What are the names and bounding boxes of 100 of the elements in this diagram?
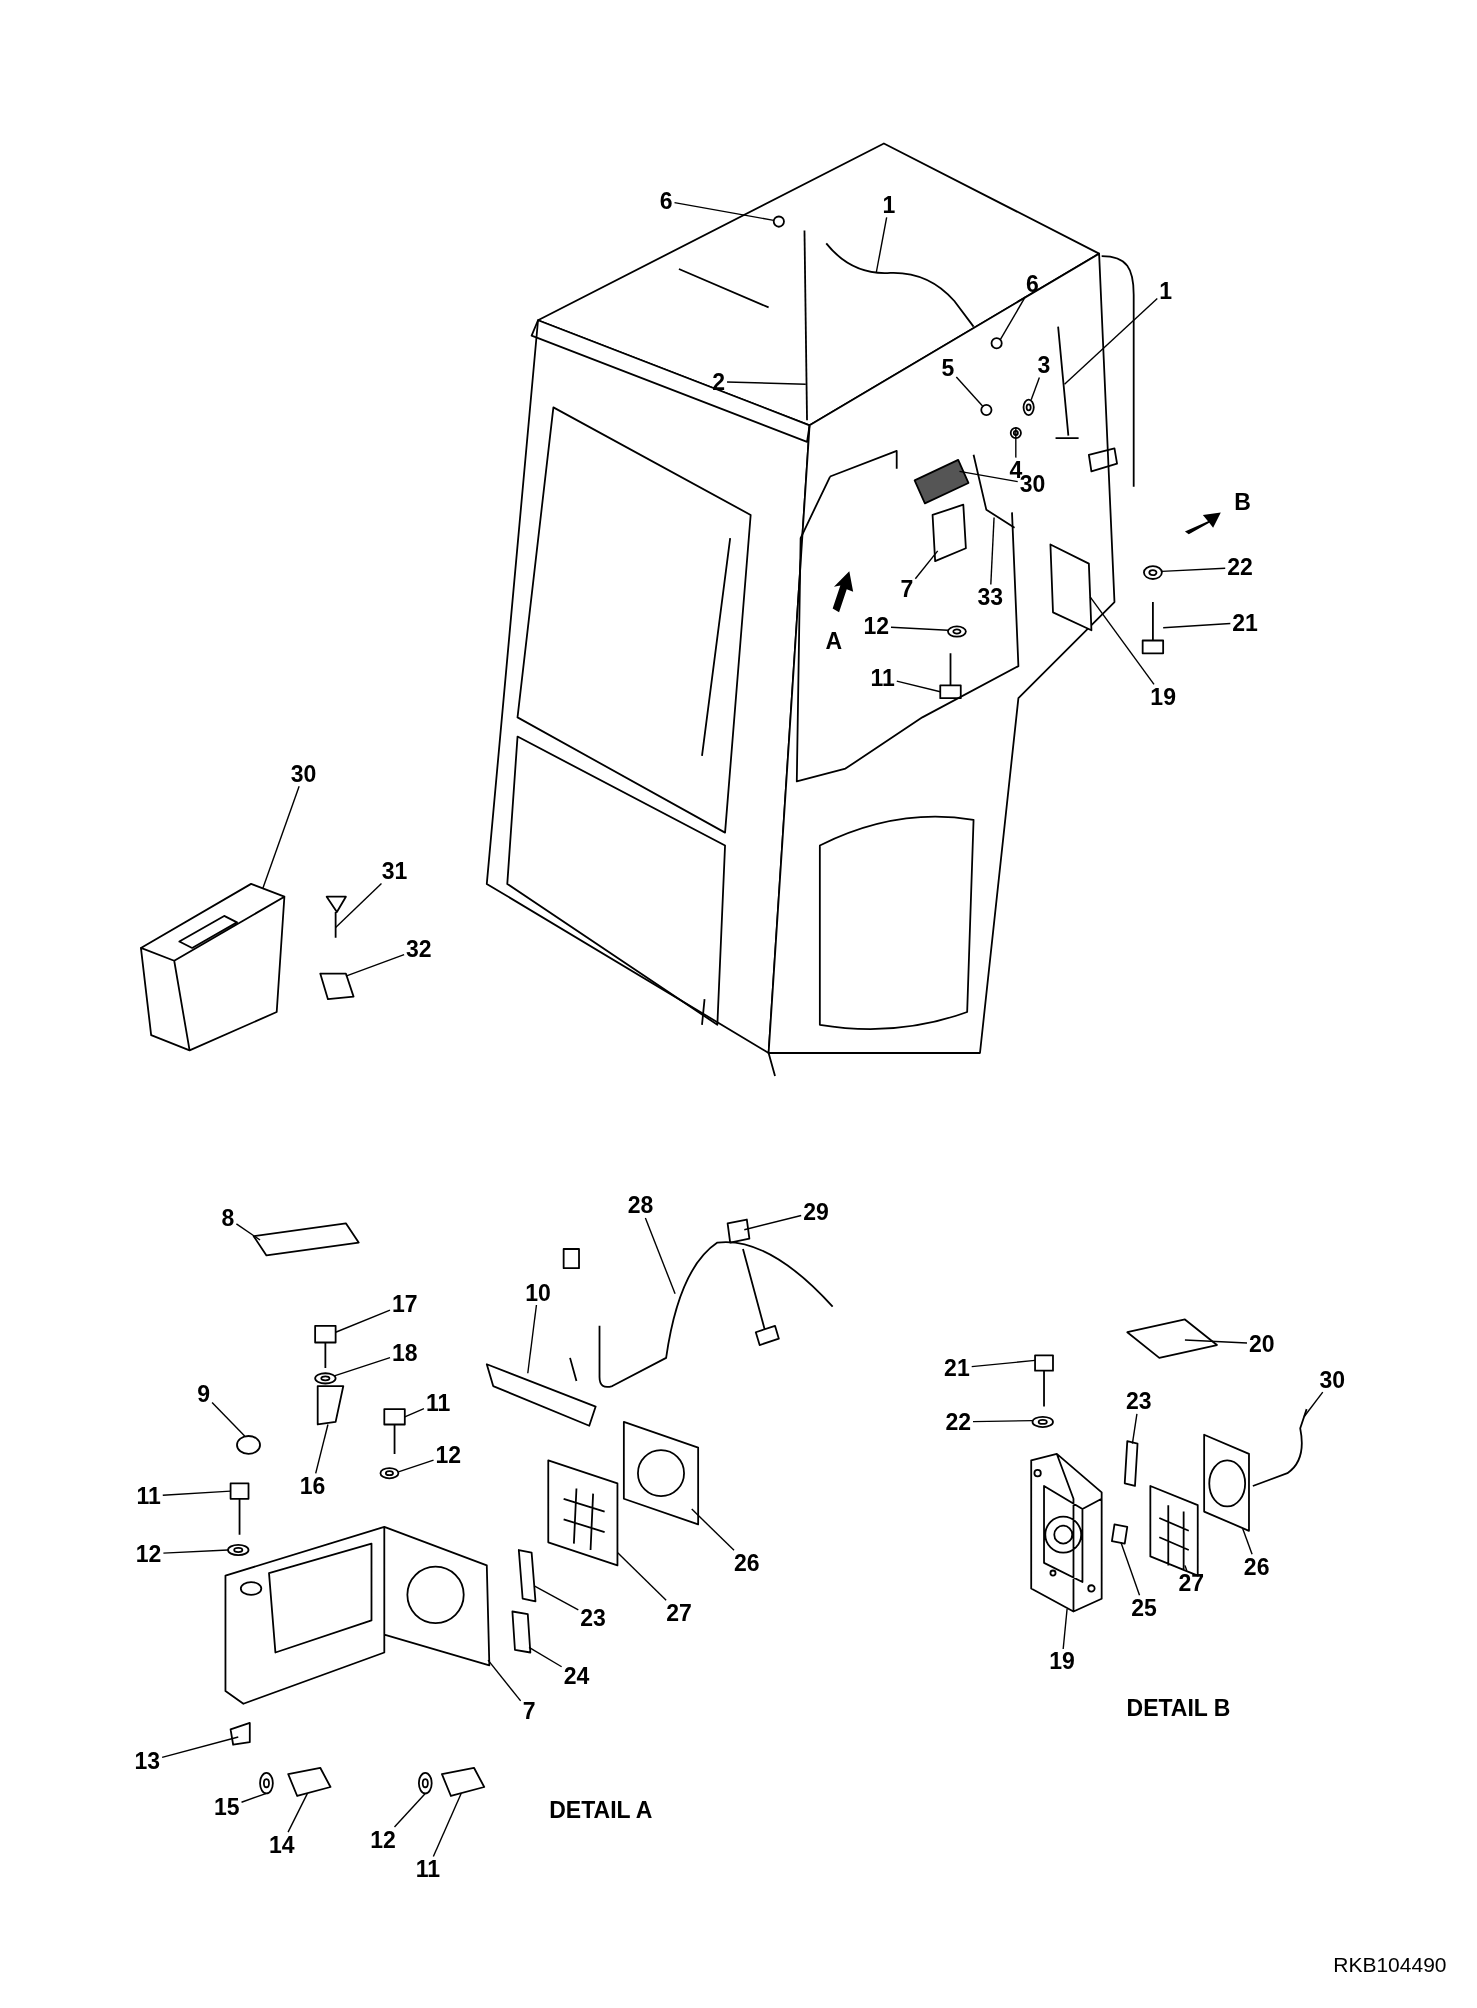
drawing-number: RKB104490 [1332,1952,1448,1976]
leader-line [333,1356,391,1377]
bolt-drawing [939,652,962,700]
leader-line [1303,1391,1324,1418]
leader-line [161,1736,239,1759]
callout-number: 20 [1247,1331,1277,1357]
callout-number: 1 [1157,278,1175,304]
leader-line [616,1551,667,1601]
washer-drawing [418,1772,433,1795]
callout-number: 26 [732,1550,762,1576]
washer-drawing [379,1467,400,1480]
washer-drawing [947,625,967,638]
callout-number: 5 [939,355,957,381]
nut-drawing [772,215,785,228]
cable-drawing [803,229,808,422]
cable-drawing [825,242,975,328]
leader-line [644,1217,676,1295]
leader-line [1015,427,1017,459]
radio-unit-drawing [913,459,970,505]
callout-number: 26 [1241,1554,1272,1580]
leader-line [914,550,939,580]
leader-line [528,1646,563,1668]
callout-number: 19 [1047,1648,1077,1674]
leader-line [432,1792,462,1858]
callout-number: 7 [520,1698,538,1724]
callout-number: 8 [219,1205,237,1231]
leader-line [1030,376,1041,401]
leader-line [972,1419,1034,1423]
washer-drawing [1143,565,1163,580]
leader-line [990,516,995,586]
callout-number: 6 [1024,271,1041,297]
callout-number: 24 [561,1663,592,1689]
callout-number: 25 [1129,1595,1159,1621]
leader-line [1131,1413,1138,1445]
callout-number: 32 [404,936,434,962]
cap-drawing [236,1435,261,1455]
callout-number: 19 [1148,684,1178,710]
antenna-drawing [1054,325,1080,439]
leader-line [287,1792,309,1833]
leader-line [958,470,1019,483]
washer-drawing [1031,1415,1054,1428]
leader-line [999,296,1026,341]
bracket-drawing [1049,543,1093,632]
leader-line [673,201,775,222]
speaker-grille-drawing [547,1459,619,1567]
callout-number: 23 [578,1605,608,1631]
bracket-drawing [224,1526,491,1705]
leader-line [896,680,941,693]
callout-number: 13 [132,1748,163,1774]
callout-number: 12 [433,1442,464,1468]
nut-drawing [319,972,355,1001]
callout-number: 3 [1035,352,1053,378]
leader-line [261,785,300,890]
leader-line [955,376,984,407]
callout-number: 9 [195,1381,213,1407]
wire-harness-drawing [598,1241,834,1388]
plate-drawing [1126,1318,1218,1359]
leader-line [533,1585,579,1611]
bolt-drawing [383,1408,406,1455]
bracket-drawing [316,1385,345,1426]
callout-number: 22 [1225,555,1255,580]
bolt-drawing [441,1766,486,1797]
callout-number: 22 [943,1409,973,1435]
nut-drawing [980,403,993,416]
foam-pad-drawing [1111,1523,1129,1545]
washer-drawing [314,1372,337,1385]
callout-number: 16 [297,1473,328,1499]
foam-pad-drawing [517,1549,537,1603]
leader-line [240,1792,268,1803]
nut-drawing [990,337,1003,350]
callout-number: 17 [390,1291,420,1317]
cable-drawing [1251,1408,1308,1487]
clip-drawing [229,1722,251,1746]
bolt-drawing [1034,1354,1054,1408]
leader-line [1089,596,1155,686]
callout-number: 21 [942,1355,972,1381]
speaker-drawing [622,1421,700,1526]
callout-number: 21 [1230,610,1260,636]
callout-number: 11 [423,1390,453,1416]
callout-number: 6 [657,188,675,214]
leader-line [1184,1339,1248,1344]
washer-drawing [259,1772,274,1795]
callout-number: 10 [523,1280,553,1306]
detail-title: DETAIL A [548,1797,654,1823]
plate-drawing [485,1363,597,1427]
callout-number: 11 [868,665,897,691]
callout-number: 18 [390,1340,420,1366]
leader-line [527,1304,538,1374]
leader-line [1063,297,1158,385]
callout-number: 12 [861,613,891,639]
leader-line [211,1401,246,1437]
leader-line [315,1423,329,1475]
callout-number: 11 [413,1856,442,1882]
leader-line [1241,1527,1253,1555]
leader-line [875,216,888,274]
leader-line [1120,1541,1141,1596]
leader-line [691,1508,735,1551]
callout-number: 27 [664,1600,694,1626]
washer-drawing [1009,426,1022,439]
foam-pad-drawing [1123,1440,1139,1487]
